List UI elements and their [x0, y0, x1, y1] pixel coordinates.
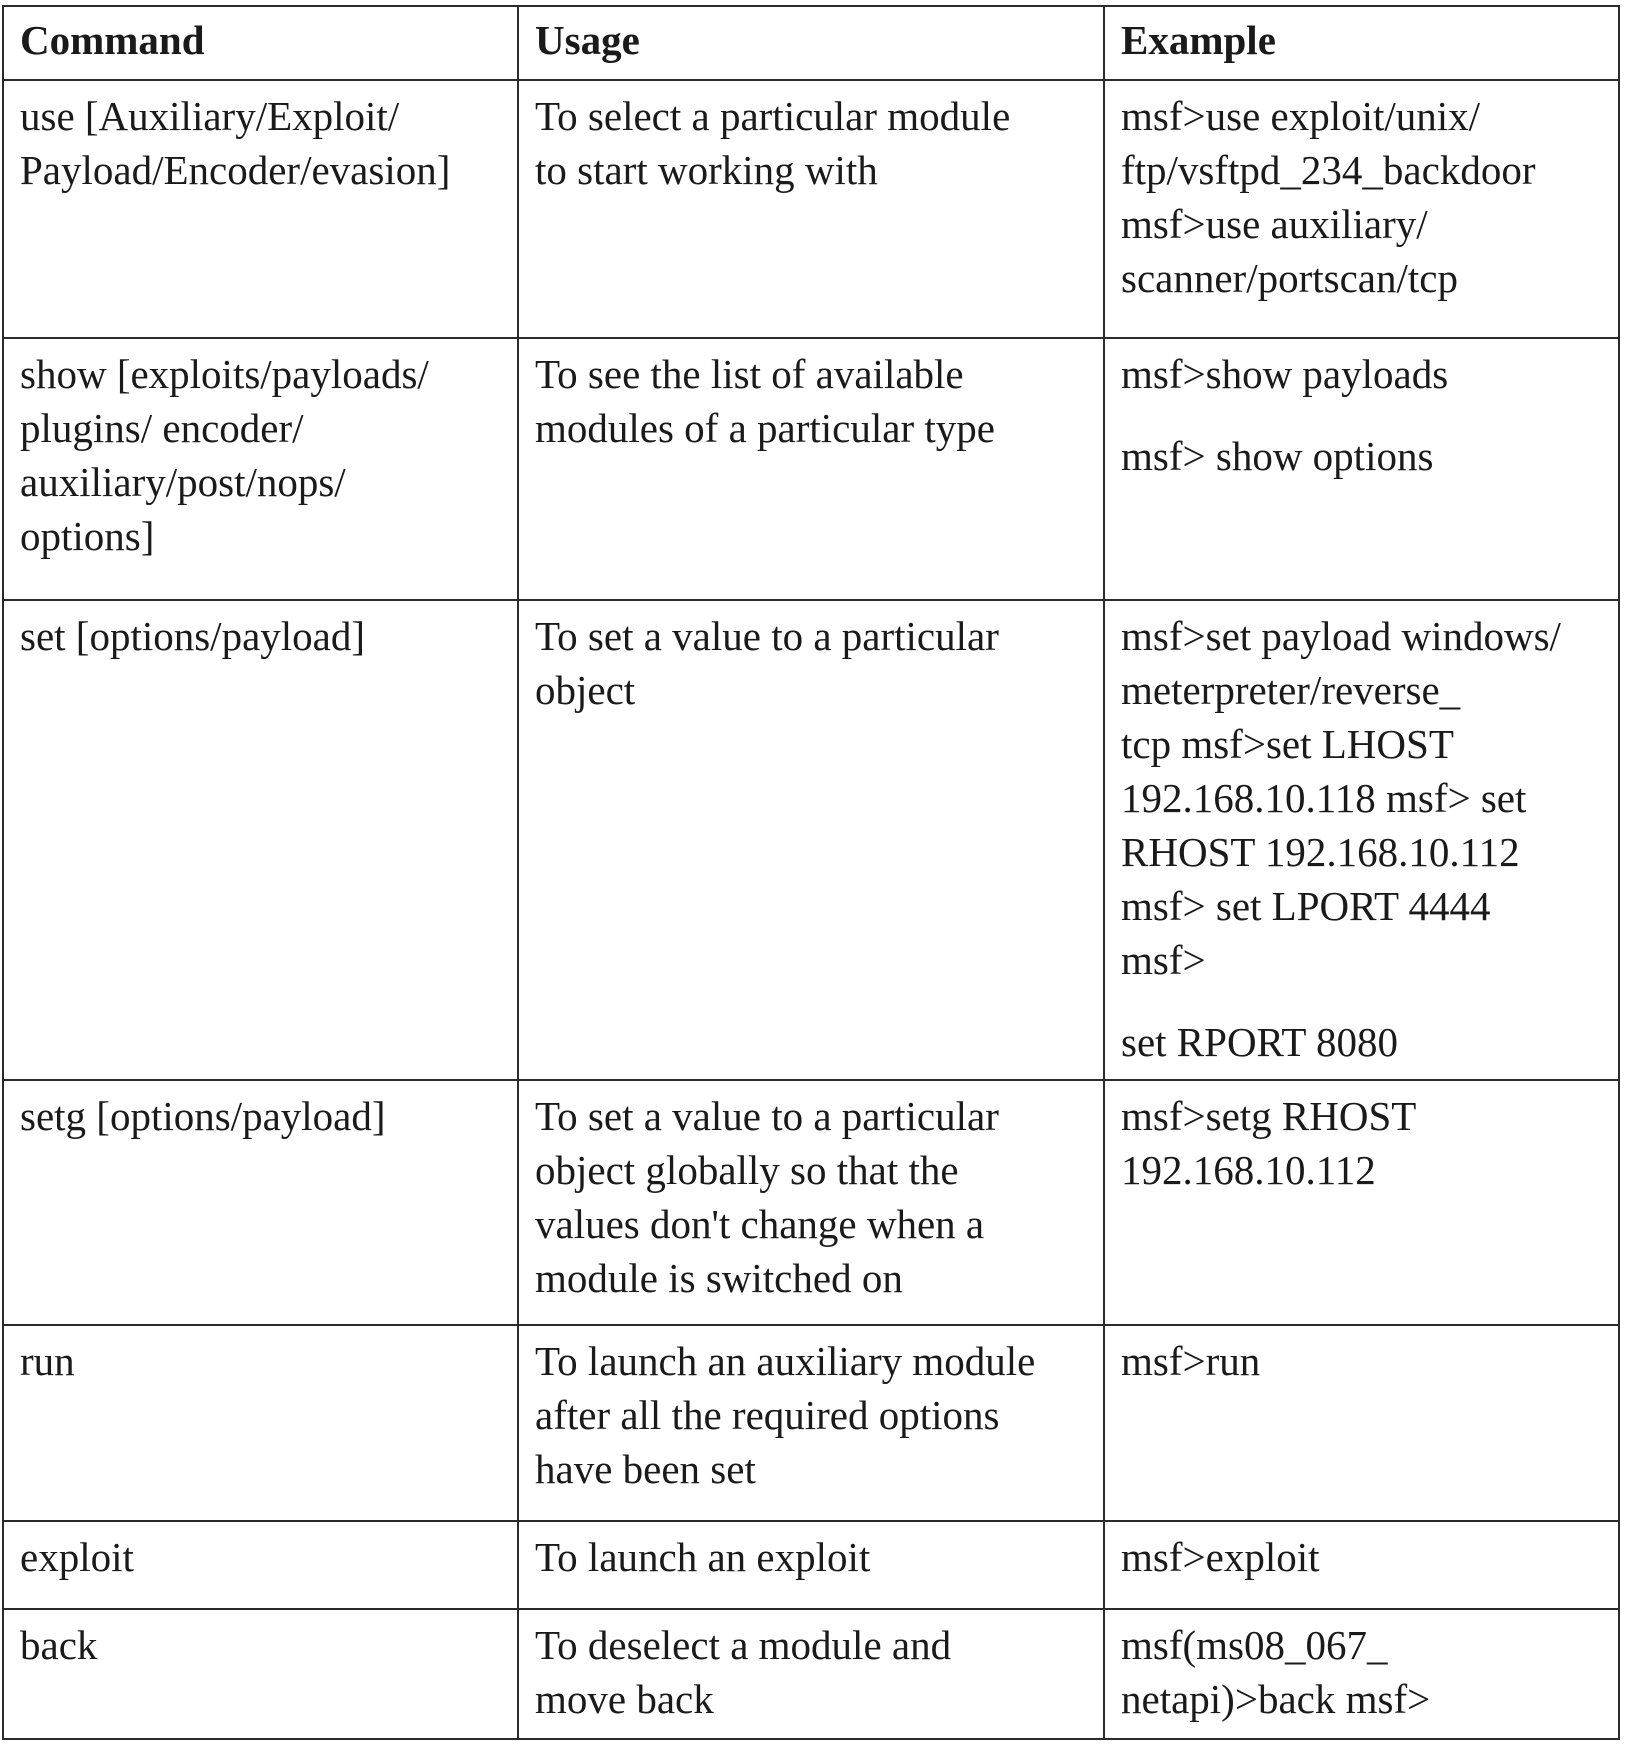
- usage-line: To set a value to a particular: [535, 1093, 999, 1139]
- command-line: setg [options/payload]: [20, 1093, 386, 1139]
- example-cell: msf>set payload windows/ meterpreter/rev…: [1103, 599, 1620, 1081]
- command-cell: back: [2, 1608, 519, 1740]
- usage-line: after all the required options: [535, 1392, 1000, 1438]
- table-row: exploit To launch an exploit msf>exploit: [2, 1520, 1620, 1610]
- example-line: msf>exploit: [1121, 1534, 1320, 1580]
- example-cell: msf(ms08_067_ netapi)>back msf>: [1103, 1608, 1620, 1740]
- usage-line: have been set: [535, 1446, 756, 1492]
- table-row: setg [options/payload] To set a value to…: [2, 1079, 1620, 1326]
- example-cell: msf>use exploit/unix/ ftp/vsftpd_234_bac…: [1103, 79, 1620, 339]
- example-line: RHOST 192.168.10.112: [1121, 829, 1520, 875]
- example-line: 192.168.10.112: [1121, 1147, 1376, 1193]
- example-line: msf>: [1121, 937, 1206, 983]
- command-cell: set [options/payload]: [2, 599, 519, 1081]
- usage-line: move back: [535, 1676, 714, 1722]
- usage-cell: To see the list of available modules of …: [517, 337, 1105, 601]
- command-line: exploit: [20, 1534, 134, 1580]
- example-cell: msf>run: [1103, 1324, 1620, 1522]
- example-line: scanner/portscan/tcp: [1121, 255, 1458, 301]
- usage-line: To set a value to a particular: [535, 613, 999, 659]
- command-cell: show [exploits/payloads/ plugins/ encode…: [2, 337, 519, 601]
- usage-line: To launch an auxiliary module: [535, 1338, 1036, 1384]
- example-line: msf>set payload windows/: [1121, 613, 1561, 659]
- usage-line: To see the list of available: [535, 351, 964, 397]
- example-line: msf>use auxiliary/: [1121, 201, 1428, 247]
- usage-line: object globally so that the: [535, 1147, 959, 1193]
- usage-line: To select a particular module: [535, 93, 1011, 139]
- usage-cell: To launch an exploit: [517, 1520, 1105, 1610]
- command-line: Payload/Encoder/evasion]: [20, 147, 451, 193]
- example-line: set RPORT 8080: [1121, 1019, 1398, 1065]
- metasploit-commands-table: Command Usage Example use [Auxiliary/Exp…: [2, 5, 1620, 1740]
- example-cell: msf>exploit: [1103, 1520, 1620, 1610]
- example-line: msf>run: [1121, 1338, 1261, 1384]
- command-line: back: [20, 1622, 98, 1668]
- example-line: meterpreter/reverse_: [1121, 667, 1461, 713]
- table-row: run To launch an auxiliary module after …: [2, 1324, 1620, 1522]
- usage-cell: To select a particular module to start w…: [517, 79, 1105, 339]
- command-line: show [exploits/payloads/: [20, 351, 429, 397]
- header-command: Command: [2, 5, 519, 81]
- example-line: msf>show payloads: [1121, 351, 1449, 397]
- table-row: use [Auxiliary/Exploit/ Payload/Encoder/…: [2, 79, 1620, 339]
- header-example: Example: [1103, 5, 1620, 81]
- command-line: run: [20, 1338, 75, 1384]
- usage-cell: To deselect a module and move back: [517, 1608, 1105, 1740]
- example-line: msf> set LPORT 4444: [1121, 883, 1491, 929]
- example-cell: msf>setg RHOST 192.168.10.112: [1103, 1079, 1620, 1326]
- example-line: tcp msf>set LHOST: [1121, 721, 1454, 767]
- header-usage: Usage: [517, 5, 1105, 81]
- example-line: msf>setg RHOST: [1121, 1093, 1417, 1139]
- example-line: ftp/vsftpd_234_backdoor: [1121, 147, 1536, 193]
- command-cell: use [Auxiliary/Exploit/ Payload/Encoder/…: [2, 79, 519, 339]
- command-line: auxiliary/post/nops/: [20, 459, 346, 505]
- example-line: 192.168.10.118 msf> set: [1121, 775, 1527, 821]
- example-line: msf>use exploit/unix/: [1121, 93, 1481, 139]
- command-cell: run: [2, 1324, 519, 1522]
- usage-line: To deselect a module and: [535, 1622, 952, 1668]
- usage-cell: To set a value to a particular object: [517, 599, 1105, 1081]
- usage-cell: To set a value to a particular object gl…: [517, 1079, 1105, 1326]
- usage-line: module is switched on: [535, 1255, 903, 1301]
- table-row: back To deselect a module and move back …: [2, 1608, 1620, 1740]
- command-line: set [options/payload]: [20, 613, 366, 659]
- usage-line: modules of a particular type: [535, 405, 995, 451]
- command-cell: exploit: [2, 1520, 519, 1610]
- usage-line: to start working with: [535, 147, 878, 193]
- example-cell: msf>show payloads msf> show options: [1103, 337, 1620, 601]
- command-line: plugins/ encoder/: [20, 405, 304, 451]
- example-line: msf> show options: [1121, 433, 1434, 479]
- command-cell: setg [options/payload]: [2, 1079, 519, 1326]
- example-line: msf(ms08_067_: [1121, 1622, 1388, 1668]
- usage-line: To launch an exploit: [535, 1534, 871, 1580]
- command-line: options]: [20, 513, 155, 559]
- table-row: set [options/payload] To set a value to …: [2, 599, 1620, 1081]
- usage-line: object: [535, 667, 636, 713]
- command-line: use [Auxiliary/Exploit/: [20, 93, 400, 139]
- table-row: show [exploits/payloads/ plugins/ encode…: [2, 337, 1620, 601]
- example-line: netapi)>back msf>: [1121, 1676, 1431, 1722]
- usage-cell: To launch an auxiliary module after all …: [517, 1324, 1105, 1522]
- usage-line: values don't change when a: [535, 1201, 985, 1247]
- header-row: Command Usage Example: [2, 5, 1620, 81]
